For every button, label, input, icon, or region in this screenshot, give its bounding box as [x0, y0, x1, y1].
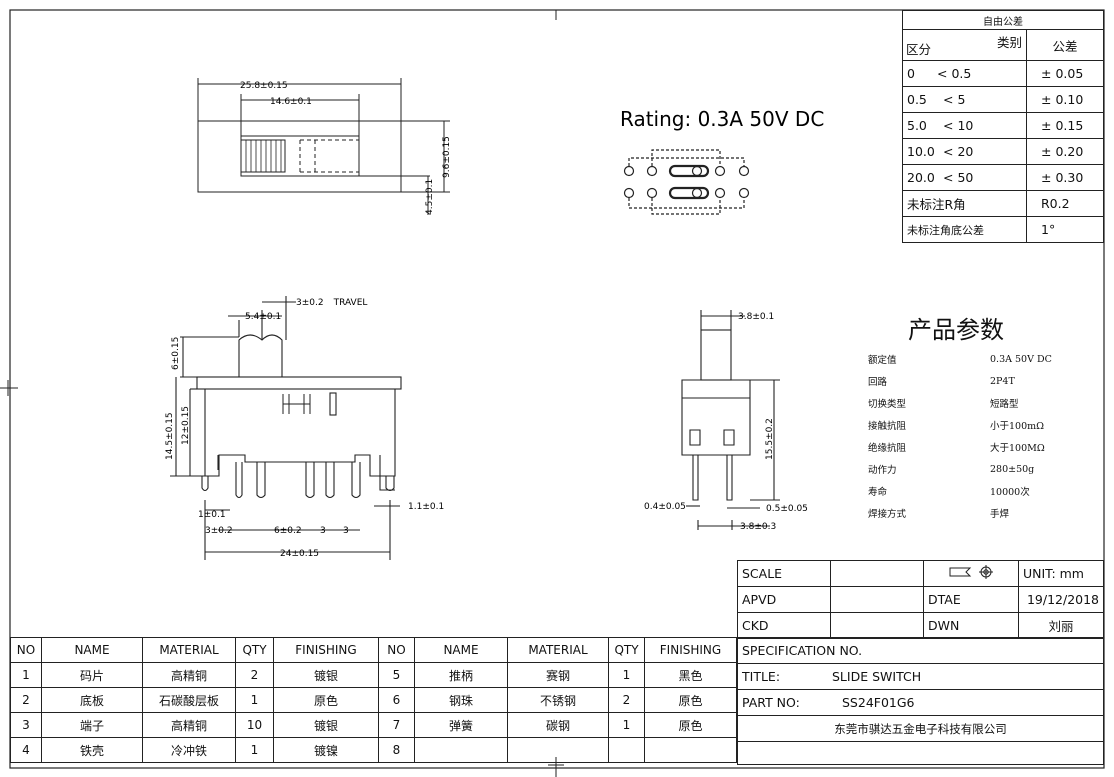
tolerance-range: 0.5< 5	[902, 86, 1027, 113]
tolerance-header-tol: 公差	[1026, 29, 1104, 61]
dim-side-handle: 3.8±0.1	[738, 312, 774, 322]
spec-no-label: SPECIFICATION NO.	[737, 637, 1104, 664]
apvd-label: APVD	[737, 586, 831, 613]
dim-side-height: 15.5±0.2	[765, 418, 775, 460]
dim-body-height: 12±0.15	[181, 406, 191, 445]
title-block-upper: SCALE UNIT: mm APVD DTAE 19/12/2018 CKD …	[737, 560, 1104, 639]
title-label: TITLE:	[742, 669, 781, 684]
front-view	[170, 296, 402, 560]
tolerance-header-cell: 类别 区分	[902, 29, 1027, 61]
tolerance-range: 5.0< 10	[902, 112, 1027, 139]
param-row: 绝缘抗阻大于100MΩ	[868, 443, 1045, 454]
dim-side-pin-width: 0.5±0.05	[766, 504, 808, 514]
dwn-label: DWN	[923, 612, 1019, 639]
tolerance-value: ± 0.30	[1026, 164, 1104, 191]
circuit-schematic	[623, 149, 750, 215]
title-value: SLIDE SWITCH	[832, 669, 922, 684]
dim-handle-width: 5.4±0.1	[245, 312, 281, 322]
angle-value: 1°	[1026, 216, 1104, 243]
date-label: DTAE	[923, 586, 1019, 613]
part-label: PART NO:	[742, 695, 800, 710]
dim-pitch-3: 3	[320, 526, 326, 536]
bom-table: NO NAME MATERIAL QTY FINISHING NO NAME M…	[10, 637, 737, 763]
r-angle-value: R0.2	[1026, 190, 1104, 217]
dwn-name: 刘丽	[1018, 612, 1104, 639]
dim-top-width: 9.6±0.15	[442, 136, 452, 178]
dim-handle-height: 6±0.15	[171, 337, 181, 370]
tolerance-range: 0< 0.5	[902, 60, 1027, 87]
company-name: 东莞市骐达五金电子科技有限公司	[737, 715, 1104, 742]
dim-top-slot: 14.6±0.1	[270, 97, 312, 107]
dim-total-height: 14.5±0.15	[165, 412, 175, 460]
specification-block: SPECIFICATION NO. TITLE: SLIDE SWITCH PAR…	[737, 637, 1104, 765]
rating-text: Rating: 0.3A 50V DC	[620, 107, 824, 131]
tolerance-header-class: 类别	[996, 35, 1022, 50]
dim-pitch-1: 3±0.2	[205, 526, 233, 536]
date-value: 19/12/2018	[1018, 586, 1104, 613]
side-view	[681, 310, 780, 530]
tolerance-value: ± 0.05	[1026, 60, 1104, 87]
param-row: 焊接方式手焊	[868, 509, 1010, 520]
projection-icon	[949, 565, 993, 579]
scale-label: SCALE	[737, 560, 831, 587]
top-view	[197, 78, 450, 215]
tolerance-header-section: 区分	[906, 42, 932, 57]
param-row: 接触抗阻小于100mΩ	[868, 421, 1045, 432]
bom-header-row: NO NAME MATERIAL QTY FINISHING NO NAME M…	[10, 637, 737, 663]
tolerance-range: 20.0< 50	[902, 164, 1027, 191]
tolerance-value: ± 0.15	[1026, 112, 1104, 139]
tolerance-title: 自由公差	[902, 10, 1104, 30]
dim-top-length: 25.8±0.15	[240, 81, 288, 91]
dim-side-pin-thick: 0.4±0.05	[644, 502, 686, 512]
tolerance-table: 自由公差 类别 区分 公差 0< 0.5± 0.05 0.5< 5± 0.10 …	[902, 10, 1104, 243]
projection-symbol	[923, 560, 1019, 587]
dim-top-edge: 4.5±0.1	[425, 179, 435, 215]
unit-label: UNIT: mm	[1018, 560, 1104, 587]
title-row: TITLE: SLIDE SWITCH	[737, 663, 1104, 690]
ckd-label: CKD	[737, 612, 831, 639]
params-title: 产品参数	[908, 316, 1004, 344]
tolerance-range: 10.0< 20	[902, 138, 1027, 165]
part-value: SS24F01G6	[842, 695, 915, 710]
r-angle-label: 未标注R角	[902, 190, 1027, 217]
angle-label: 未标注角底公差	[902, 216, 1027, 243]
part-row: PART NO: SS24F01G6	[737, 689, 1104, 716]
tolerance-value: ± 0.20	[1026, 138, 1104, 165]
dim-pitch-2: 6±0.2	[274, 526, 302, 536]
dim-pin-width: 1.1±0.1	[408, 502, 444, 512]
dim-side-pin-span: 3.8±0.3	[740, 522, 776, 532]
dim-total-width: 24±0.15	[280, 549, 319, 559]
dim-pin-offset: 1±0.1	[198, 510, 226, 520]
param-row: 切换类型短路型	[868, 399, 1019, 410]
dim-pitch-4: 3	[343, 526, 349, 536]
drawing-frame	[9, 9, 1105, 769]
tolerance-value: ± 0.10	[1026, 86, 1104, 113]
